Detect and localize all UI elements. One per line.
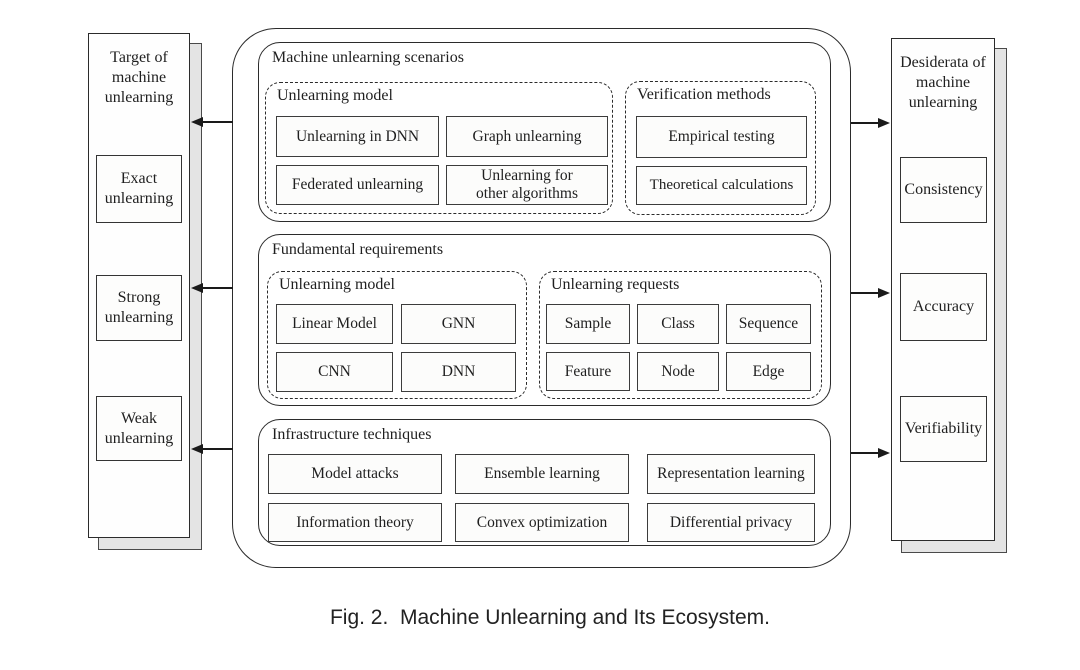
section-title-requirements: Fundamental requirements — [272, 241, 444, 258]
group-unlearning-requests: Unlearning requests Sample Class Sequenc… — [539, 271, 822, 399]
box-edge: Edge — [726, 352, 811, 391]
arrowhead-right-icon — [878, 447, 890, 458]
arrow-to-exact-unlearning-icon — [191, 116, 233, 127]
box-model-attacks: Model attacks — [268, 454, 442, 494]
group-verification-methods: Verification methods Empirical testing T… — [625, 81, 816, 215]
box-graph-unlearning: Graph unlearning — [446, 116, 608, 157]
target-box-weak-unlearning: Weak unlearning — [96, 396, 182, 461]
arrow-to-accuracy-icon — [851, 287, 890, 298]
box-ensemble-learning: Ensemble learning — [455, 454, 629, 494]
box-cnn: CNN — [276, 352, 393, 392]
box-convex-optimization: Convex optimization — [455, 503, 629, 542]
group-requirements-unlearning-model: Unlearning model Linear Model GNN CNN DN… — [267, 271, 527, 399]
figure-caption: Fig. 2. Machine Unlearning and Its Ecosy… — [329, 606, 771, 629]
box-unlearning-in-dnn: Unlearning in DNN — [276, 116, 439, 157]
section-fundamental-requirements: Fundamental requirements Unlearning mode… — [258, 234, 831, 406]
desiderata-box-consistency: Consistency — [900, 157, 987, 223]
box-theoretical-calculations: Theoretical calculations — [636, 166, 807, 205]
box-class: Class — [637, 304, 719, 344]
group-scenarios-unlearning-model: Unlearning model Unlearning in DNN Graph… — [265, 82, 613, 214]
box-empirical-testing: Empirical testing — [636, 116, 807, 158]
left-panel-target: Target of machine unlearning Exact unlea… — [88, 33, 190, 538]
target-box-exact-unlearning: Exact unlearning — [96, 155, 182, 223]
box-feature: Feature — [546, 352, 630, 391]
arrowhead-left-icon — [191, 116, 203, 127]
group-title-unlearning-requests: Unlearning requests — [551, 276, 680, 293]
section-title-scenarios: Machine unlearning scenarios — [272, 49, 464, 66]
box-sequence: Sequence — [726, 304, 811, 344]
right-panel-title: Desiderata of machine unlearning — [900, 54, 986, 111]
group-title-verification-methods: Verification methods — [637, 86, 771, 103]
arrow-to-consistency-icon — [851, 117, 890, 128]
section-infrastructure-techniques: Infrastructure techniques Model attacks … — [258, 419, 831, 546]
arrowhead-left-icon — [191, 443, 203, 454]
arrowhead-right-icon — [878, 287, 890, 298]
group-title-unlearning-model: Unlearning model — [277, 87, 393, 104]
box-differential-privacy: Differential privacy — [647, 503, 815, 542]
box-representation-learning: Representation learning — [647, 454, 815, 494]
target-box-strong-unlearning: Strong unlearning — [96, 275, 182, 341]
group-title-unlearning-model-2: Unlearning model — [279, 276, 395, 293]
box-gnn: GNN — [401, 304, 516, 344]
desiderata-box-accuracy: Accuracy — [900, 273, 987, 341]
box-linear-model: Linear Model — [276, 304, 393, 344]
right-panel-desiderata: Desiderata of machine unlearning Consist… — [891, 38, 995, 541]
box-sample: Sample — [546, 304, 630, 344]
section-machine-unlearning-scenarios: Machine unlearning scenarios Unlearning … — [258, 42, 831, 222]
center-ecosystem-container: Machine unlearning scenarios Unlearning … — [232, 28, 851, 568]
box-node: Node — [637, 352, 719, 391]
box-information-theory: Information theory — [268, 503, 442, 542]
left-panel-title: Target of machine unlearning — [104, 49, 174, 106]
desiderata-box-verifiability: Verifiability — [900, 396, 987, 462]
box-federated-unlearning: Federated unlearning — [276, 165, 439, 205]
box-unlearning-other-algorithms: Unlearning for other algorithms — [446, 165, 608, 205]
section-title-infrastructure: Infrastructure techniques — [272, 426, 432, 443]
arrow-to-strong-unlearning-icon — [191, 282, 233, 293]
box-dnn: DNN — [401, 352, 516, 392]
arrow-to-weak-unlearning-icon — [191, 443, 233, 454]
arrowhead-right-icon — [878, 117, 890, 128]
arrow-to-verifiability-icon — [851, 447, 890, 458]
arrowhead-left-icon — [191, 282, 203, 293]
